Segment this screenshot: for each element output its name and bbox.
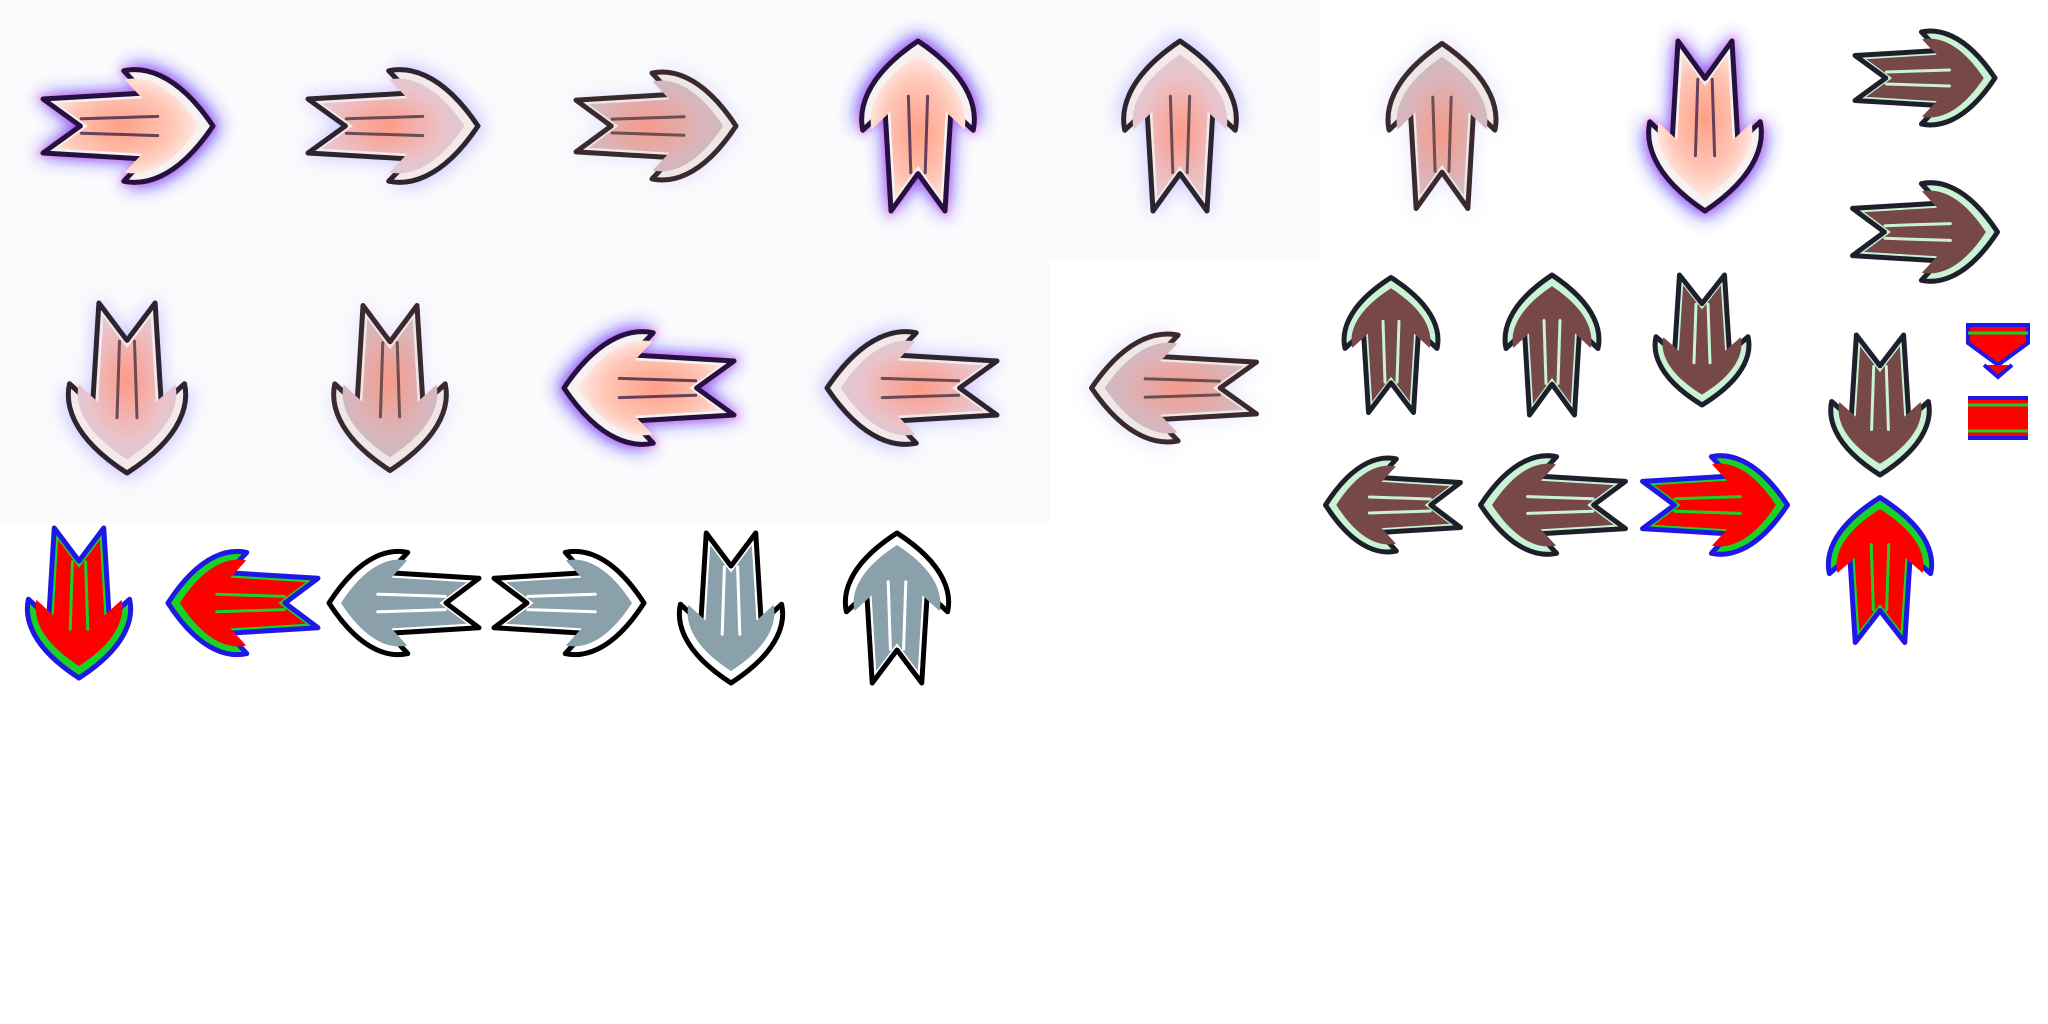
arrow-down-glow-pressed-icon [63,296,191,480]
bar-segment-piece [1968,396,2028,440]
arrow-up-glow-bright-icon [857,34,979,220]
arrow-down-gray-icon [676,530,786,686]
arrow-left-glow-bright-icon [557,327,743,449]
arrow-up-glow-pressed-icon [1119,34,1241,218]
arrow-right-glow-dim-icon [569,67,743,185]
arrow-up-glow-dim-icon [1383,36,1501,216]
arrow-right-gray-icon [491,548,647,658]
arrow-left-glow-pressed-icon [820,327,1004,449]
arrow-left-brown-icon [1323,455,1463,555]
arrow-down-glow-dim-icon [329,298,451,478]
arrow-up-brown-icon [1341,275,1441,415]
arrow-down-brown-icon [1652,272,1752,408]
chevron-cap-piece [1966,323,2030,380]
arrow-down-red-icon [24,525,134,681]
arrow-left-glow-dim-icon [1084,329,1264,447]
arrow-right-brown-icon [1850,180,2000,284]
arrow-left-brown-icon [1478,453,1628,557]
arrow-left-red-icon [165,548,321,658]
arrow-right-glow-pressed-icon [301,65,485,187]
arrow-up-brown-icon [1502,272,1602,418]
arrow-down-glow-bright-icon [1644,32,1766,218]
arrow-up-gray-icon [842,530,952,686]
arrow-right-brown-icon [1852,28,1998,128]
arrow-down-brown-icon [1828,332,1932,478]
arrow-right-red-icon [1640,453,1790,557]
arrow-right-glow-bright-icon [34,65,220,187]
arrow-left-gray-icon [326,548,482,658]
arrow-up-red-icon [1825,495,1935,645]
